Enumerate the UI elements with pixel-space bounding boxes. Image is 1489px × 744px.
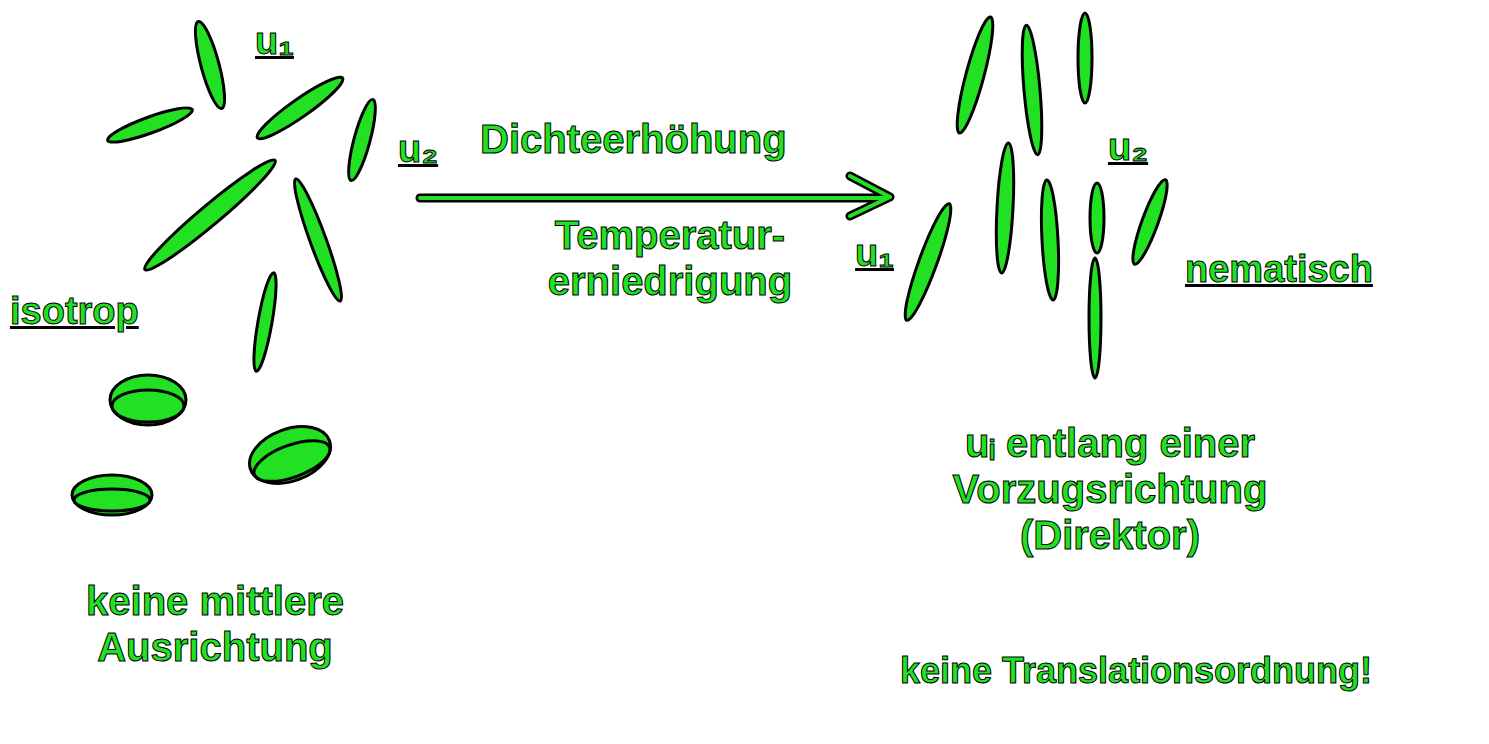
transition-arrow-fill: [420, 176, 890, 216]
phase-note: keine mittlere Ausrichtung: [30, 578, 400, 670]
vector-label: u₁: [255, 20, 294, 64]
phase-note: uᵢ entlang einer Vorzugsrichtung (Direkt…: [895, 420, 1325, 558]
rod-molecule: [1039, 180, 1061, 301]
rod-molecule: [951, 15, 999, 136]
disc-rim: [74, 489, 150, 511]
disc-rim: [112, 390, 184, 422]
rod-molecule: [1127, 177, 1173, 267]
process-label: Dichteerhöhung: [480, 116, 787, 162]
rod-molecule: [105, 102, 195, 148]
phase-note: keine Translationsordnung!: [900, 650, 1372, 691]
disc-rim: [249, 432, 335, 489]
disc-molecule: [110, 375, 186, 425]
rod-molecule: [898, 201, 957, 324]
transition-arrow-outline: [420, 176, 890, 216]
rod-molecule: [1018, 25, 1045, 156]
disc-molecule: [72, 475, 152, 515]
rod-molecule: [288, 176, 347, 304]
rod-molecule: [190, 19, 231, 111]
rod-molecule: [1090, 183, 1104, 253]
vector-label: u₂: [398, 128, 438, 172]
vector-label: u₁: [855, 232, 894, 276]
process-label: Temperatur- erniedrigung: [500, 212, 840, 304]
phase-name: isotrop: [10, 290, 139, 334]
transition-arrow: [420, 176, 890, 216]
rod-molecule: [249, 272, 280, 373]
nematic-molecules: [898, 13, 1173, 378]
rod-molecule: [343, 97, 380, 182]
transition-arrow: [420, 176, 890, 216]
rod-molecule: [138, 153, 281, 278]
rod-molecule: [1078, 13, 1092, 103]
rod-molecule: [252, 71, 348, 145]
isotropic-molecules: [72, 19, 381, 515]
rod-molecule: [994, 143, 1017, 274]
disc-molecule: [242, 416, 339, 494]
phase-name: nematisch: [1185, 248, 1373, 292]
vector-label: u₂: [1108, 126, 1148, 170]
rod-molecule: [1089, 258, 1101, 378]
